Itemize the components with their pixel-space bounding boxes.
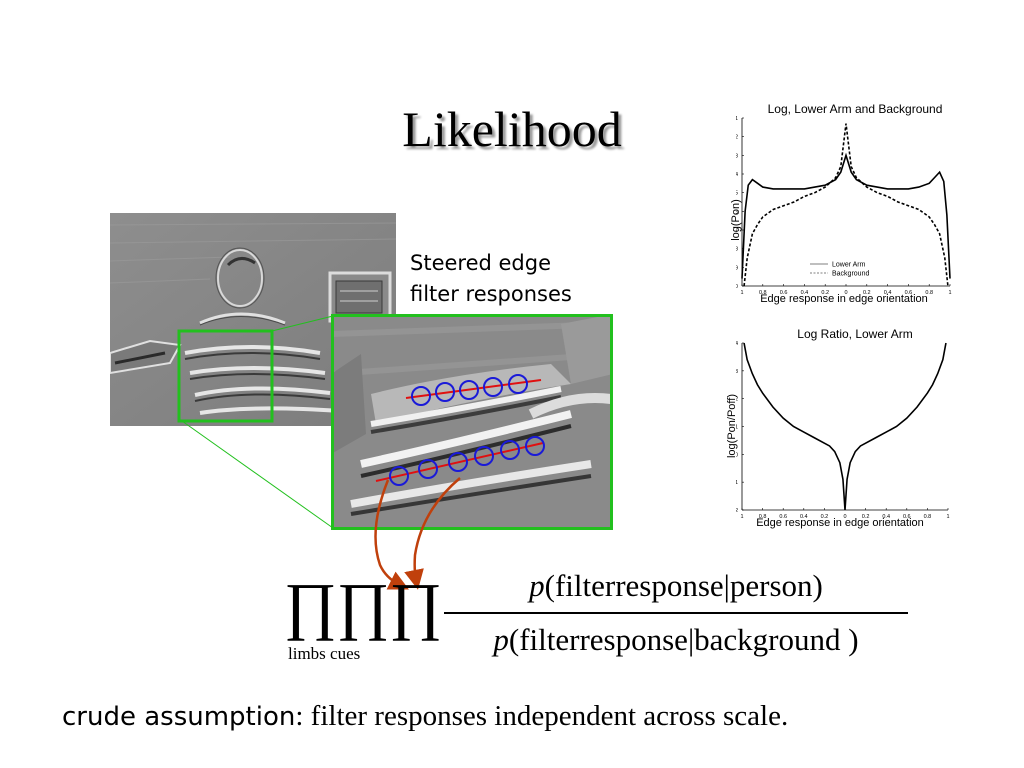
chart2-x-tick-label: 0.2 (862, 514, 870, 520)
fraction-bar (444, 612, 908, 614)
chart2-y-tick-label: 1 (736, 480, 738, 486)
chart2-y-tick-label: 2 (736, 397, 738, 403)
chart1-title: Log, Lower Arm and Background (767, 102, 943, 116)
chart1-y-tick-label: 4 (736, 172, 738, 178)
slide-title: Likelihood (402, 101, 622, 157)
chart1-x-tick-label: 1 (740, 290, 743, 296)
chart1-x-tick-label: 0.4 (884, 290, 892, 296)
chart1-x-tick-label: 0 (844, 290, 847, 296)
chart2-y-tick-label: 4 (736, 341, 738, 347)
chart1-x-tick-label: 1 (948, 290, 951, 296)
chart2-xlabel: Edge response in edge orientation (756, 517, 924, 529)
chart2-x-tick-label: 0.4 (800, 514, 808, 520)
chart1-legend-label: Lower Arm (832, 262, 866, 269)
chart1-y-tick-label: 2 (736, 135, 738, 141)
chart1-y-tick-label: 7 (736, 228, 738, 234)
chart2-series-line-0 (743, 342, 947, 511)
chart1-x-tick-label: 0.6 (905, 290, 913, 296)
chart2-x-tick-label: 0.8 (924, 514, 932, 520)
chart1-x-tick-label: 0.8 (759, 290, 767, 296)
chart1-x-tick-label: 0.8 (925, 290, 933, 296)
chart1-y-tick-label: 9 (736, 265, 738, 271)
chart1-y-tick-label: 8 (736, 247, 738, 253)
chart2-y-tick-label: 3 (736, 369, 738, 375)
curved-arrow-icon (374, 477, 461, 590)
chart2-x-tick-label: 0.8 (759, 514, 767, 520)
chart2-y-tick-label: 1 (736, 425, 738, 431)
cue-label: Steered edge filter responses (410, 251, 572, 306)
product-symbols: ∏∏∏ (284, 570, 443, 641)
chart1-y-tick-label: 6 (736, 209, 738, 215)
chart1-legend-label: Background (832, 271, 869, 278)
chart1-series-line-0 (741, 152, 951, 279)
chart1-y-tick-label: 10 (736, 284, 738, 290)
chart1-y-tick-label: 3 (736, 153, 738, 159)
chart1-xlabel: Edge response in edge orientation (760, 293, 928, 305)
chart2-y-tick-label: 2 (736, 508, 738, 514)
chart2-x-tick-label: 0.6 (779, 514, 787, 520)
product-subscript: limbs cues (288, 644, 361, 663)
upper-limb-line (405, 379, 542, 399)
chart2-title: Log Ratio, Lower Arm (797, 327, 913, 341)
chart2-x-tick-label: 1 (740, 514, 743, 520)
chart1-series-line-1 (743, 123, 949, 287)
assumption-text: crude assumption: filter responses indep… (62, 700, 789, 732)
chart2-x-tick-label: 0.6 (903, 514, 911, 520)
chart1-y-tick-label: 1 (736, 116, 738, 122)
chart1-x-tick-label: 0.4 (801, 290, 809, 296)
chart2-x-tick-label: 0 (843, 514, 846, 520)
chart2-x-tick-label: 1 (946, 514, 949, 520)
chart2-x-tick-label: 0.2 (821, 514, 829, 520)
chart2-y-tick-label: 0 (736, 452, 738, 458)
chart1-y-tick-label: 5 (736, 191, 738, 197)
formula-denominator: p(filterresponse|background ) (493, 622, 859, 657)
formula-numerator: p(filterresponse|person) (529, 568, 823, 603)
chart1-x-tick-label: 0.6 (780, 290, 788, 296)
chart1-plot: 1 0.8 0.6 0.4 0.2 0 0.2 0.4 0.6 0.8 1 1 2 3 4 5 6 7 8 9 10 Lo… (736, 116, 952, 296)
lower-limb-line (375, 442, 544, 482)
chart1-x-tick-label: 0.2 (821, 290, 829, 296)
chart1-x-tick-label: 0.2 (863, 290, 871, 296)
zoomed-arm-image (331, 314, 613, 530)
chart2-x-tick-label: 0.4 (882, 514, 890, 520)
